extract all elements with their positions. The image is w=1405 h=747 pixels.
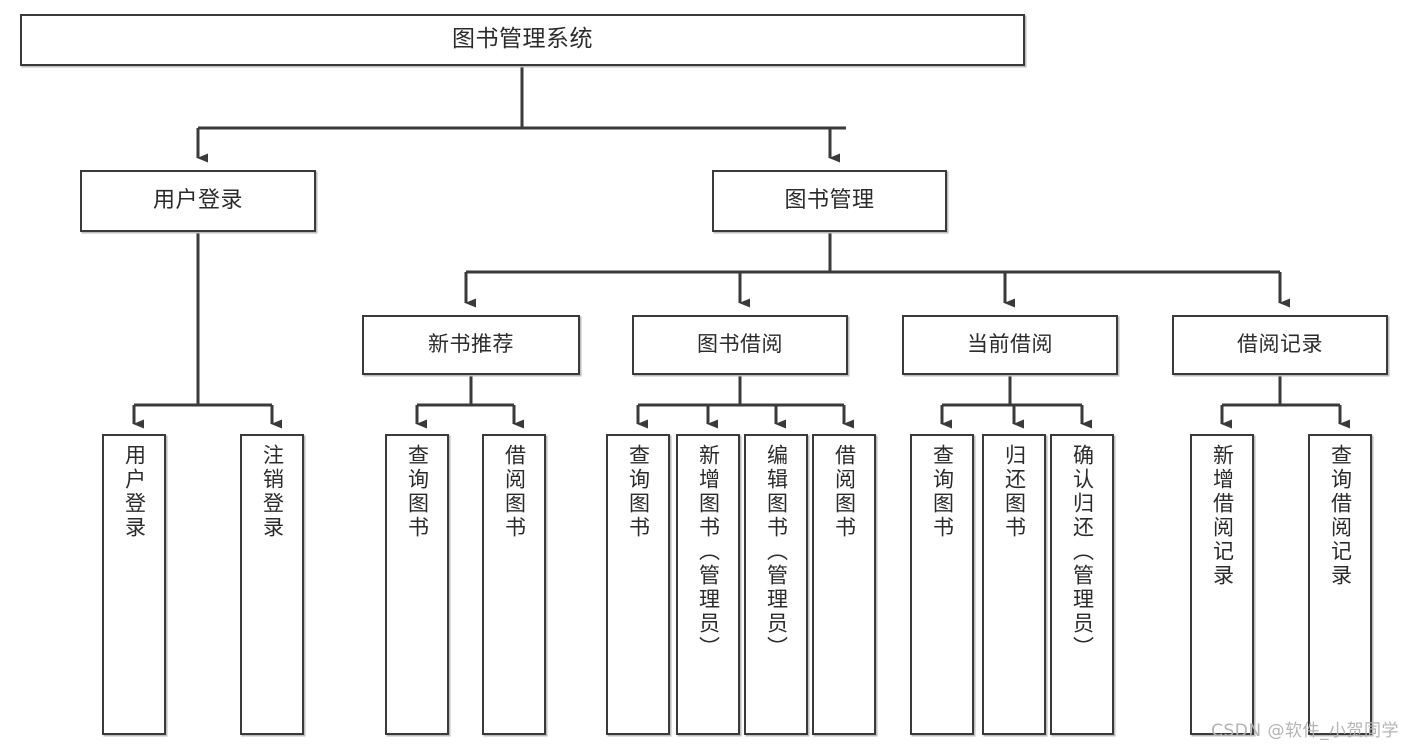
node-leaf-add-borrow-record[interactable]: 新增借阅记录 <box>1190 434 1254 735</box>
node-leaf-borrow-book-rec[interactable]: 借阅图书 <box>482 434 546 735</box>
node-user-login-label: 用户登录 <box>152 187 243 213</box>
node-leaf-query-borrow-record[interactable]: 查询借阅记录 <box>1308 434 1372 735</box>
node-leaf-query-borrow-record-label: 查询借阅记录 <box>1328 444 1353 588</box>
node-leaf-query-book-borrow[interactable]: 查询图书 <box>606 434 670 735</box>
node-book-borrow-label: 图书借阅 <box>697 332 783 357</box>
node-leaf-confirm-return-admin[interactable]: 确认归还（管理员） <box>1050 434 1114 735</box>
node-leaf-add-book-admin-label: 新增图书（管理员） <box>696 444 721 660</box>
node-leaf-edit-book-admin-label: 编辑图书（管理员） <box>764 444 789 660</box>
node-borrow-record-label: 借阅记录 <box>1237 332 1323 357</box>
node-leaf-query-book-rec-label: 查询图书 <box>405 444 430 540</box>
node-new-book-recommend[interactable]: 新书推荐 <box>362 315 580 375</box>
node-book-management-label: 图书管理 <box>784 187 875 213</box>
node-leaf-query-book-current[interactable]: 查询图书 <box>910 434 974 735</box>
node-leaf-add-book-admin[interactable]: 新增图书（管理员） <box>676 434 740 735</box>
node-leaf-edit-book-admin[interactable]: 编辑图书（管理员） <box>744 434 808 735</box>
node-root-system[interactable]: 图书管理系统 <box>20 14 1025 66</box>
node-root-label: 图书管理系统 <box>452 26 593 53</box>
node-leaf-borrow-book-label: 借阅图书 <box>832 444 857 540</box>
node-leaf-add-borrow-record-label: 新增借阅记录 <box>1210 444 1235 588</box>
node-book-management[interactable]: 图书管理 <box>712 170 947 232</box>
node-leaf-borrow-book[interactable]: 借阅图书 <box>812 434 876 735</box>
node-leaf-user-login-label: 用户登录 <box>122 444 147 540</box>
node-book-borrow[interactable]: 图书借阅 <box>632 315 848 375</box>
node-leaf-logout-label: 注销登录 <box>260 444 285 540</box>
node-borrow-record[interactable]: 借阅记录 <box>1172 315 1388 375</box>
node-user-login[interactable]: 用户登录 <box>80 170 316 232</box>
node-leaf-user-login[interactable]: 用户登录 <box>102 434 166 735</box>
node-leaf-confirm-return-admin-label: 确认归还（管理员） <box>1070 444 1095 660</box>
node-leaf-borrow-book-rec-label: 借阅图书 <box>502 444 527 540</box>
node-leaf-query-book-borrow-label: 查询图书 <box>626 444 651 540</box>
node-leaf-return-book-label: 归还图书 <box>1002 444 1027 540</box>
node-leaf-return-book[interactable]: 归还图书 <box>982 434 1046 735</box>
node-current-borrow[interactable]: 当前借阅 <box>902 315 1118 375</box>
node-current-borrow-label: 当前借阅 <box>967 332 1053 357</box>
node-leaf-query-book-rec[interactable]: 查询图书 <box>385 434 449 735</box>
node-leaf-query-book-current-label: 查询图书 <box>930 444 955 540</box>
node-new-book-recommend-label: 新书推荐 <box>428 332 514 357</box>
node-leaf-logout[interactable]: 注销登录 <box>240 434 304 735</box>
